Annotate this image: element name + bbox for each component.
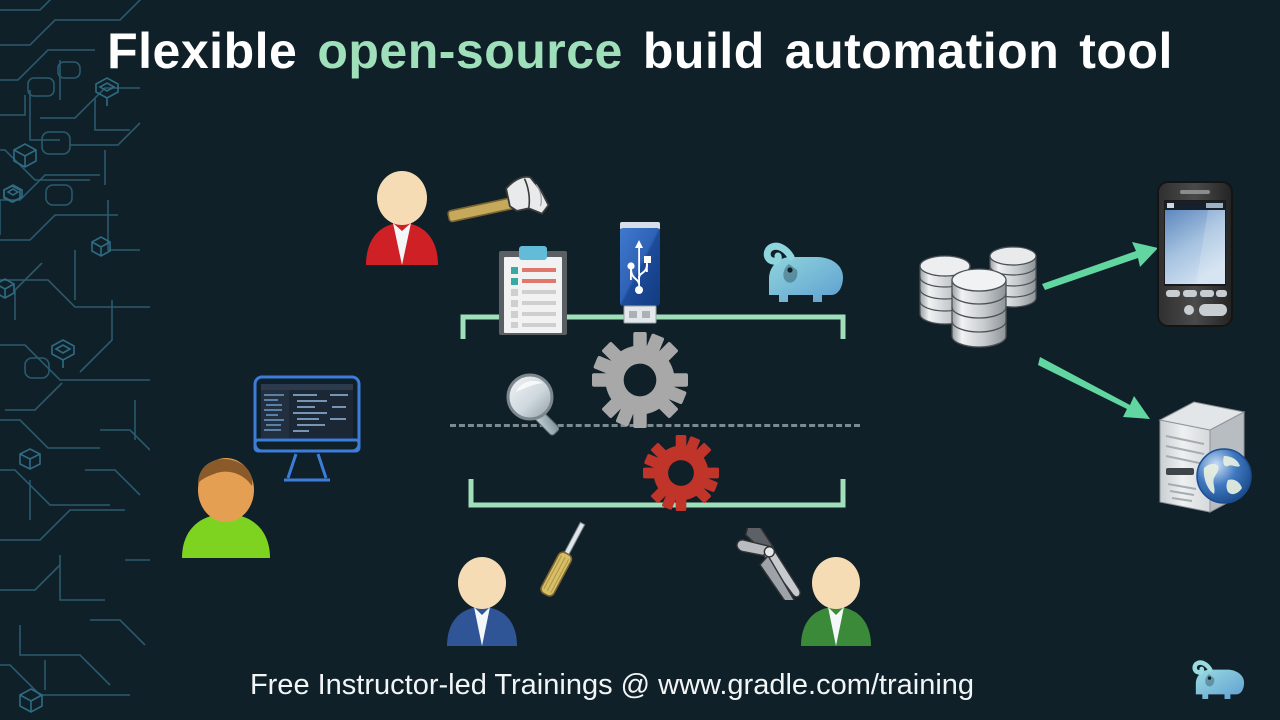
person-green-icon [801,557,871,646]
title-word-4: automation [784,23,1060,79]
title-word-5: tool [1079,23,1173,79]
pliers-icon [736,528,801,600]
arrow-to-server-icon [1038,357,1150,419]
database-stack-icon [919,246,1037,348]
footer-text: Free Instructor-led Trainings @ www.grad… [249,669,975,701]
slide-title: Flexible open-source build automation tool [0,22,1280,80]
bottom-bracket [468,479,846,508]
gradle-elephant-icon [763,242,843,302]
gradle-elephant-logo [1192,660,1245,699]
gear-gray-icon [592,332,688,428]
circuit-pattern-decoration [0,0,150,713]
magnifier-icon [506,373,560,436]
title-word-1: Flexible [107,23,298,79]
dashed-separator [450,424,860,427]
footer: Free Instructor-led Trainings @ www.grad… [0,660,1280,702]
monitor-ide-icon [253,375,361,482]
hammer-icon [447,175,550,223]
clipboard-checklist-icon [499,246,567,335]
title-word-2-accent: open-source [317,23,623,79]
arrow-to-mobile-icon [1042,242,1158,290]
person-green-shirt-icon [182,458,270,558]
title-word-3: build [642,23,765,79]
screwdriver-icon [540,521,586,597]
mobile-phone-icon [1157,181,1233,327]
gear-red-icon [643,435,719,511]
web-server-icon [1158,401,1252,513]
person-blue-icon [447,557,517,646]
person-red-icon [366,171,438,265]
usb-drive-icon [620,222,660,324]
